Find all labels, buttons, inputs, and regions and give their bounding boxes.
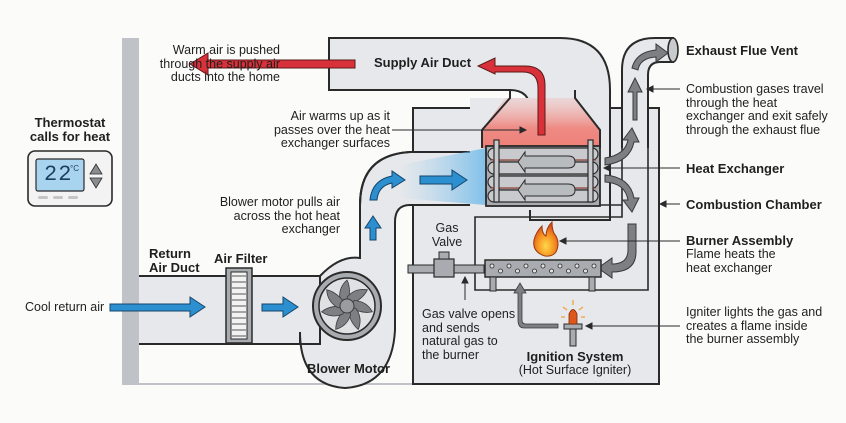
heat-exchanger-label: Heat Exchanger	[686, 161, 785, 176]
ignition-system-label: Ignition System	[526, 349, 624, 364]
warm-air-flow	[189, 52, 546, 136]
blower-motor-label: Blower Motor	[307, 361, 391, 376]
air-warms-label: Air warms up as it passes over the heat …	[273, 109, 390, 150]
burner-port	[532, 268, 537, 274]
heat-exchanger	[485, 139, 601, 207]
exhaust-flue-vent-label: Exhaust Flue Vent	[686, 43, 798, 58]
thermostat-down-icon	[89, 177, 103, 189]
return-air-duct-label: Return Air Duct	[149, 246, 200, 275]
burner-port	[591, 263, 597, 269]
gas-flow-arrow	[513, 282, 559, 329]
burner-port	[506, 263, 512, 269]
burner-port	[557, 263, 563, 269]
gas-valve-label: Gas Valve	[431, 221, 463, 249]
thermostat-temperature: 22	[44, 162, 73, 187]
thermostat-unit: °C	[70, 164, 79, 173]
leader-lines	[392, 85, 680, 330]
house-wall	[122, 38, 139, 384]
gas-valve	[407, 251, 485, 278]
burner-description: Flame heats the heat exchanger	[686, 247, 776, 275]
burner-port	[489, 263, 495, 269]
burner-port	[549, 268, 554, 274]
filter-slats	[232, 275, 246, 337]
combustion-gas-flow	[597, 43, 669, 279]
thermostat-label: Thermostat calls for heat	[29, 115, 111, 144]
burner-port	[540, 263, 546, 269]
flame-icon	[533, 220, 559, 257]
burner-port	[498, 268, 503, 274]
burner-assembly	[484, 259, 602, 292]
burner-port	[523, 263, 529, 269]
gas-valve-description: Gas valve opens and sends natural gas to…	[422, 307, 516, 362]
cool-return-air-label: Cool return air	[25, 300, 105, 314]
igniter-description: Igniter lights the gas and creates a fla…	[686, 305, 823, 346]
supply-air-duct-label: Supply Air Duct	[374, 55, 472, 70]
ignition-system-sublabel: (Hot Surface Igniter)	[518, 363, 632, 377]
igniter	[561, 300, 585, 347]
flue-opening	[667, 37, 679, 63]
burner-port	[515, 268, 520, 274]
plenum-outline	[481, 90, 601, 148]
thermostat	[27, 150, 113, 207]
burner-assembly-label: Burner Assembly	[686, 233, 794, 248]
blower-riser-outline	[359, 151, 411, 258]
combustion-chamber-label: Combustion Chamber	[686, 197, 822, 212]
burner-port	[566, 268, 571, 274]
burner-port	[574, 263, 580, 269]
air-filter-label: Air Filter	[214, 251, 268, 266]
thermostat-up-icon	[89, 163, 103, 175]
cool-air-flow	[109, 169, 468, 318]
blower-fan	[312, 271, 382, 341]
combustion-gases-label: Combustion gases travel through the heat…	[686, 82, 828, 137]
blower-pulls-label: Blower motor pulls air across the hot he…	[219, 195, 340, 236]
burner-port	[583, 268, 588, 274]
warm-air-pushed-label: Warm air is pushed through the supply ai…	[159, 43, 280, 84]
